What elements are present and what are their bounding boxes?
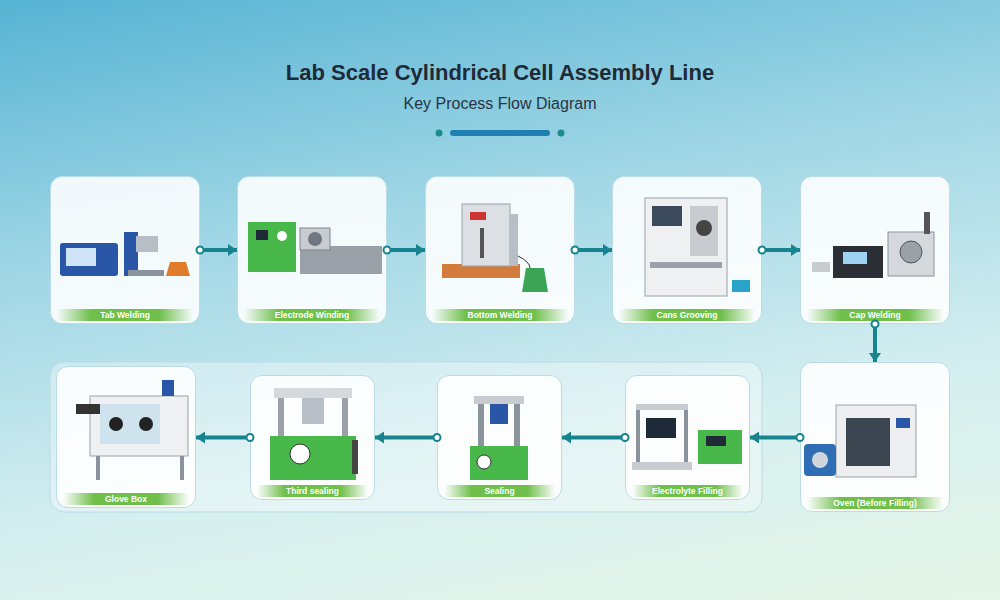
step-label: Sealing xyxy=(444,485,555,497)
arrow-line xyxy=(200,248,237,252)
title-dot xyxy=(558,130,565,137)
step-label: Electrode Winding xyxy=(244,309,380,321)
arrow-line xyxy=(387,248,425,252)
arrow-line xyxy=(873,324,877,362)
arrow-line xyxy=(750,436,800,440)
process-box: Cans Grooving xyxy=(612,176,762,324)
process-box: Cap Welding xyxy=(800,176,950,324)
title-bar xyxy=(450,130,550,136)
flow-arrow xyxy=(375,432,441,444)
step-label: Electrolyte Filling xyxy=(632,485,743,497)
process-box: Bottom Welding xyxy=(425,176,575,324)
process-box: Sealing xyxy=(437,375,562,500)
arrow-head xyxy=(416,244,425,256)
flow-arrow xyxy=(196,432,254,444)
process-box: Oven (Before Filling) xyxy=(800,362,950,512)
step-label: Third sealing xyxy=(257,485,368,497)
arrow-line xyxy=(375,436,437,440)
arrow-head xyxy=(603,244,612,256)
arrow-head xyxy=(228,244,237,256)
flow-arrow xyxy=(572,244,613,256)
arrow-head xyxy=(375,432,384,444)
flow-arrow xyxy=(750,432,804,444)
step-label: Glove Box xyxy=(63,493,189,505)
title-dot xyxy=(436,130,443,137)
flow-arrow xyxy=(562,432,629,444)
flow-arrow xyxy=(869,321,881,363)
diagram-title: Lab Scale Cylindrical Cell Assembly Line xyxy=(0,60,1000,86)
group-frame xyxy=(50,362,762,512)
arrow-head xyxy=(869,353,881,362)
arrow-line xyxy=(562,436,625,440)
arrow-head xyxy=(750,432,759,444)
step-label: Bottom Welding xyxy=(432,309,568,321)
step-label: Tab Welding xyxy=(57,309,193,321)
arrow-head xyxy=(791,244,800,256)
arrow-head xyxy=(562,432,571,444)
process-box: Tab Welding xyxy=(50,176,200,324)
flow-arrow xyxy=(384,244,426,256)
arrow-line xyxy=(762,248,800,252)
step-label: Cap Welding xyxy=(807,309,943,321)
process-box: Glove Box xyxy=(56,366,196,508)
flow-arrow xyxy=(759,244,801,256)
step-label: Cans Grooving xyxy=(619,309,755,321)
step-label: Oven (Before Filling) xyxy=(807,497,943,509)
arrow-line xyxy=(575,248,612,252)
flow-arrow xyxy=(197,244,238,256)
subtitle: Key Process Flow Diagram xyxy=(0,95,1000,113)
process-box: Third sealing xyxy=(250,375,375,500)
arrow-head xyxy=(196,432,205,444)
arrow-line xyxy=(196,436,250,440)
process-box: Electrode Winding xyxy=(237,176,387,324)
process-box: Electrolyte Filling xyxy=(625,375,750,500)
